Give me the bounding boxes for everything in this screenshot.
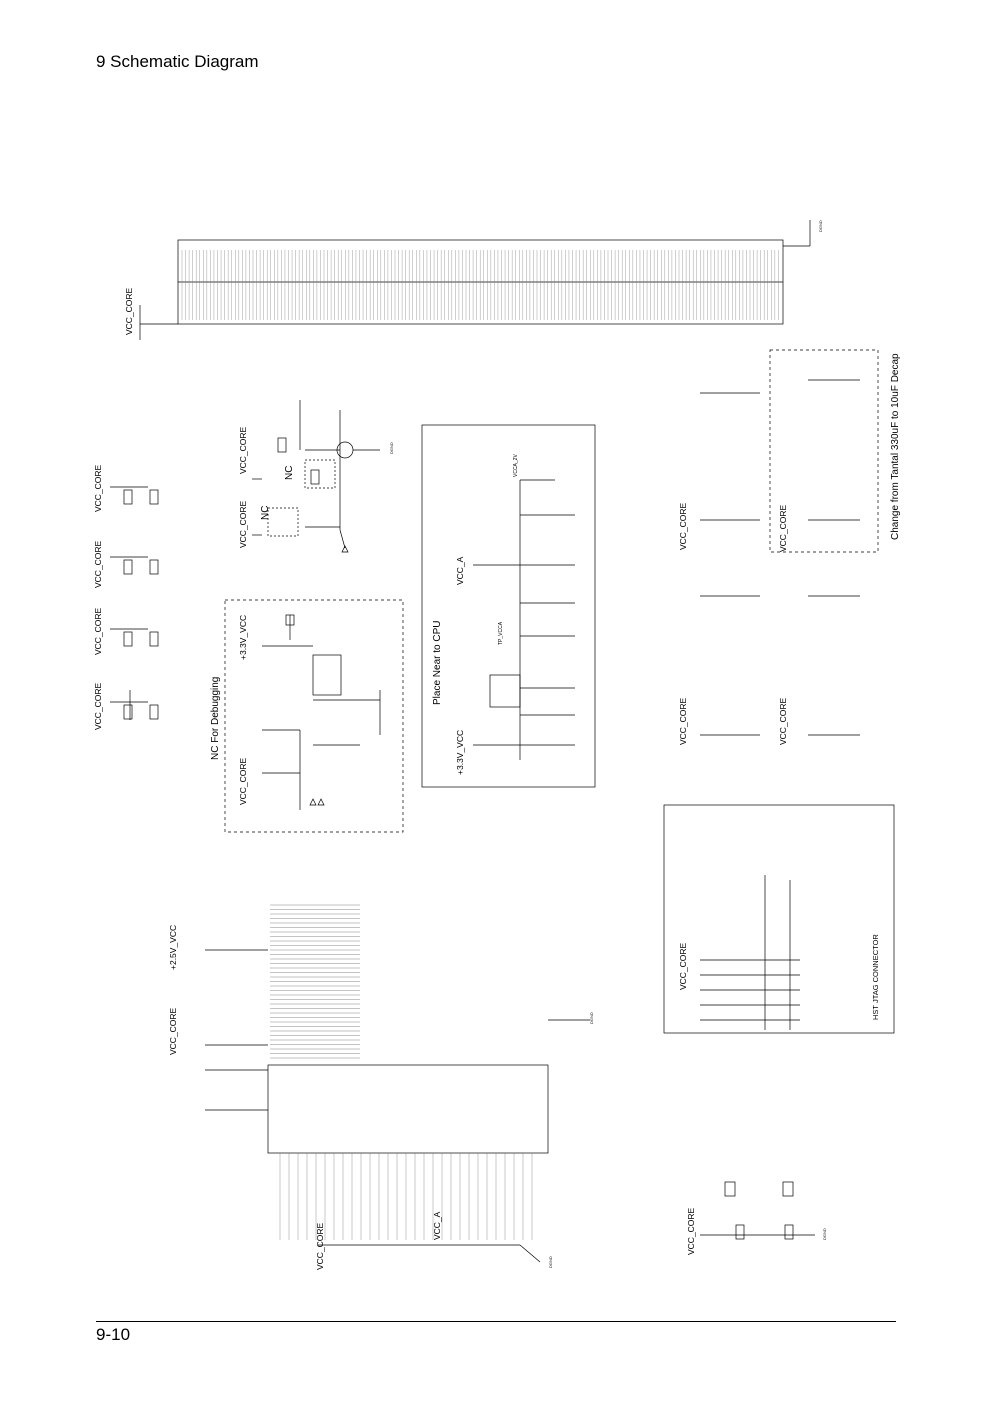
jtag-label: HST JTAG CONNECTOR [871,934,880,1020]
nc-debug-label: NC For Debugging [210,677,221,760]
vcc-core-label: VCC_CORE [168,1007,178,1055]
dgnd-label: DGND [389,442,394,454]
vcc-a-label: VCC_A [432,1211,442,1240]
ic-pin-block-top [139,220,811,340]
dgnd-label: DGND [818,220,823,232]
vcc-core-label: VCC_CORE [238,500,248,548]
vcc-core-label: VCC_CORE [93,607,103,655]
vcc-core-label: VCC_CORE [93,540,103,588]
dgnd-label: DGND [822,1228,827,1240]
vcc-core-label: VCC_CORE [93,464,103,512]
pin-ticks [181,250,779,320]
vcc-core-label: VCC_CORE [238,757,248,805]
v25-vcc-label: +2.5V_VCC [168,925,178,970]
debug-block [224,599,404,833]
vcc-a-label: VCC_A [455,556,465,585]
vcc-core-label: VCC_CORE [678,502,688,550]
vcc-core-label: VCC_CORE [778,504,788,552]
place-near-cpu-label: Place Near to CPU [432,621,443,705]
filter-network [700,1181,815,1240]
vcc-core-label: VCC_CORE [678,697,688,745]
page-number: 9-10 [96,1325,131,1344]
vcc-core-label: VCC_CORE [124,287,134,335]
change-decap-label: Change from Tantal 330uF to 10uF Decap [890,353,901,540]
vcc-core-label: VCC_CORE [238,426,248,474]
vcca-regulator-block [421,424,596,788]
nc-label: NC [284,466,295,480]
mosfet-circuit [252,400,380,553]
vcc-core-label: VCC_CORE [778,697,788,745]
decoupling-caps [700,349,879,736]
vcca-ferrite-label: VCCA_2V [513,454,519,477]
vcc-core-label: VCC_CORE [93,682,103,730]
jtag-block [663,804,895,1034]
footer-rule [96,1321,896,1322]
vcc-core-label: VCC_CORE [686,1207,696,1255]
nc-label: NC [260,506,271,520]
page-title: 9 Schematic Diagram [96,52,259,71]
vcc-core-label: VCC_CORE [315,1222,325,1270]
v33-vcc-label: +3.3V_VCC [238,615,248,660]
v33-vcca-label: +3.3V_VCC [455,730,465,775]
vcc-core-label: VCC_CORE [678,942,688,990]
cpu-bus-lines [270,904,533,1240]
pullup-network [110,486,159,720]
dgnd-label: DGND [548,1256,553,1268]
tp-vcca-label: TP_VCCA [498,621,504,645]
cpu-ic-bottom [205,949,590,1263]
dgnd-label: DGND [589,1012,594,1024]
